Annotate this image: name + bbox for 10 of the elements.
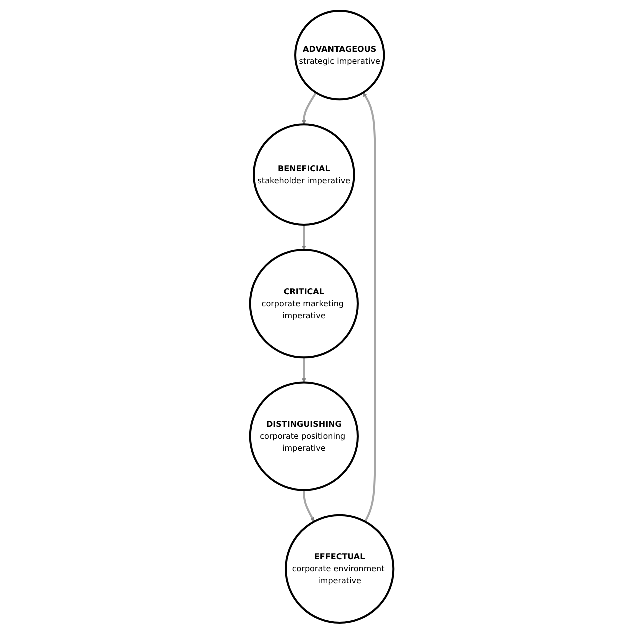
node-circle: ADVANTAGEOUS strategic imperative <box>294 10 386 100</box>
arrow <box>303 490 315 522</box>
arrow <box>363 92 376 522</box>
arrow <box>302 224 306 250</box>
arrow <box>302 92 318 124</box>
node-circle: EFFECTUAL corporate environment imperative <box>285 514 395 624</box>
arrow <box>302 357 306 382</box>
node-circle: BENEFICIAL stakeholder imperative <box>253 123 356 226</box>
node-circle: CRITICAL corporate marketing imperative <box>249 248 359 358</box>
node-circle: DISTINGUISHING corporate positioning imperative <box>249 381 359 491</box>
